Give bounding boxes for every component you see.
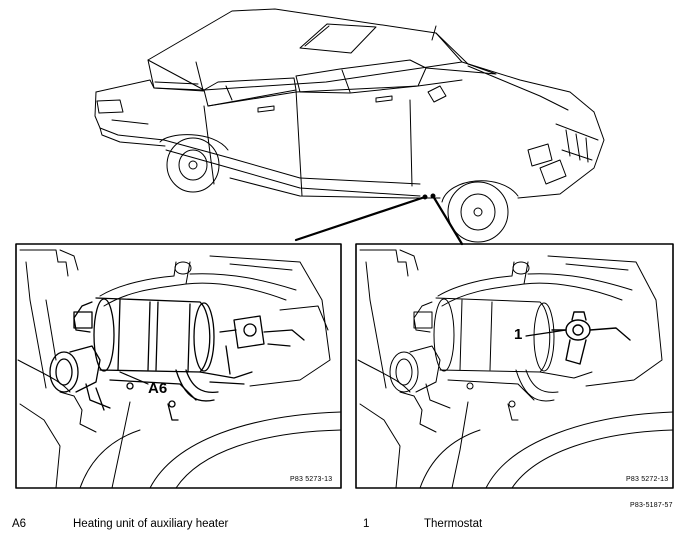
legend-text-1: Thermostat (424, 518, 483, 530)
callout-a6: A6 (148, 380, 168, 397)
right-panel-drawing (357, 249, 674, 489)
legend-text-a6: Heating unit of auxiliary heater (73, 518, 229, 530)
left-panel-drawing (17, 249, 342, 489)
left-panel-code: P83 5273-13 (290, 476, 333, 483)
car-illustration (94, 8, 605, 243)
right-panel-code: P83 5272-13 (626, 476, 669, 483)
legend-key-a6: A6 (12, 518, 27, 530)
callout-1: 1 (514, 326, 523, 343)
legend-key-1: 1 (363, 518, 370, 530)
figure-code: P83-5187-57 (630, 502, 673, 509)
